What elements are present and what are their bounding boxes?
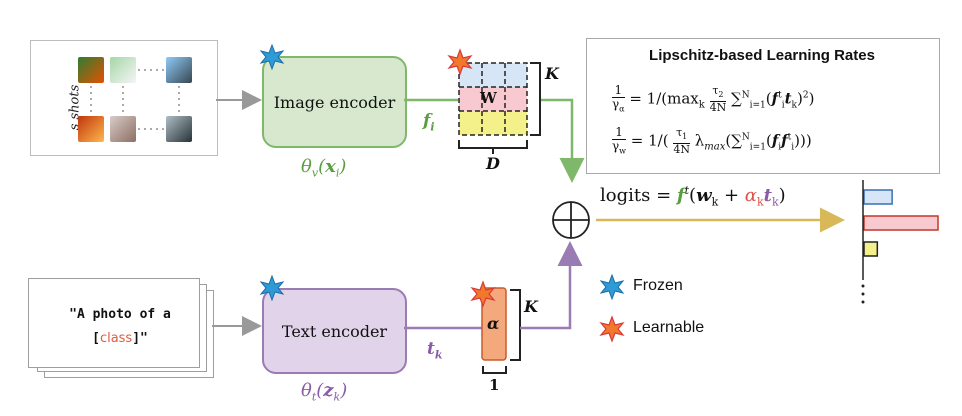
logit-bars bbox=[863, 189, 939, 257]
learnable-star-legend bbox=[599, 315, 625, 343]
learnable-star-w bbox=[447, 48, 473, 76]
w-to-sum-arrow bbox=[541, 98, 585, 183]
alpha-one-bracket bbox=[482, 366, 507, 374]
w-k-bracket bbox=[530, 62, 541, 136]
frozen-star-image-encoder bbox=[259, 43, 285, 71]
puppy-image-2 bbox=[110, 116, 136, 142]
alpha-one-label: 1 bbox=[489, 376, 500, 394]
thumbnail-dots bbox=[90, 69, 180, 130]
goldfish-image-1 bbox=[78, 57, 104, 83]
image-feature-sub: i bbox=[430, 120, 435, 134]
prompt-text: "A photo of a [class]" bbox=[30, 303, 210, 351]
sum-node bbox=[552, 201, 590, 239]
text-feature-label: tk bbox=[427, 339, 443, 362]
w-k-label: K bbox=[545, 64, 559, 83]
goldfish-image-2 bbox=[78, 116, 104, 142]
bracket-close: ]" bbox=[132, 331, 148, 346]
w-d-label: D bbox=[486, 154, 500, 173]
image-encoder-param: θv(xi) bbox=[301, 156, 347, 180]
text-encoder-param: θt(zk) bbox=[301, 380, 348, 404]
alpha-k-bracket bbox=[510, 289, 521, 361]
bar-ellipsis bbox=[861, 284, 865, 304]
prompt-line-2: [class]" bbox=[30, 327, 210, 351]
frozen-star-legend bbox=[599, 273, 625, 301]
logit-bar-yellow bbox=[863, 241, 879, 257]
image-feature-label: fi bbox=[423, 111, 435, 134]
alpha-k-label: K bbox=[524, 297, 538, 316]
w-matrix bbox=[458, 62, 528, 136]
lipschitz-box bbox=[586, 38, 940, 174]
bird-image-2 bbox=[166, 116, 192, 142]
text-encoder-label: Text encoder bbox=[281, 321, 388, 341]
text-encoder: Text encoder bbox=[262, 288, 407, 374]
logit-bar-pink bbox=[863, 215, 939, 231]
puppy-image-1 bbox=[110, 57, 136, 83]
legend-learnable: Learnable bbox=[633, 319, 705, 336]
bracket-open: [ bbox=[92, 331, 100, 346]
alpha-label: α bbox=[487, 314, 500, 333]
image-encoder-label: Image encoder bbox=[273, 92, 396, 112]
learnable-star-alpha bbox=[470, 280, 496, 308]
text-feature-sub: k bbox=[434, 348, 443, 362]
prompt-line-1: "A photo of a bbox=[69, 307, 171, 322]
logit-bar-blue bbox=[863, 189, 893, 205]
lipschitz-title: Lipschitz-based Learning Rates bbox=[649, 47, 875, 64]
frozen-star-text-encoder bbox=[259, 274, 285, 302]
image-encoder: Image encoder bbox=[262, 56, 407, 148]
logits-formula: logits = ft(wk + αktk) bbox=[600, 184, 786, 209]
class-word: class bbox=[99, 331, 133, 346]
alpha-to-sum-arrow bbox=[520, 241, 583, 330]
w-d-bracket bbox=[458, 140, 528, 149]
legend-frozen: Frozen bbox=[633, 277, 683, 294]
w-label: W bbox=[480, 89, 497, 107]
prompt-card-front bbox=[28, 278, 200, 368]
bird-image-1 bbox=[166, 57, 192, 83]
